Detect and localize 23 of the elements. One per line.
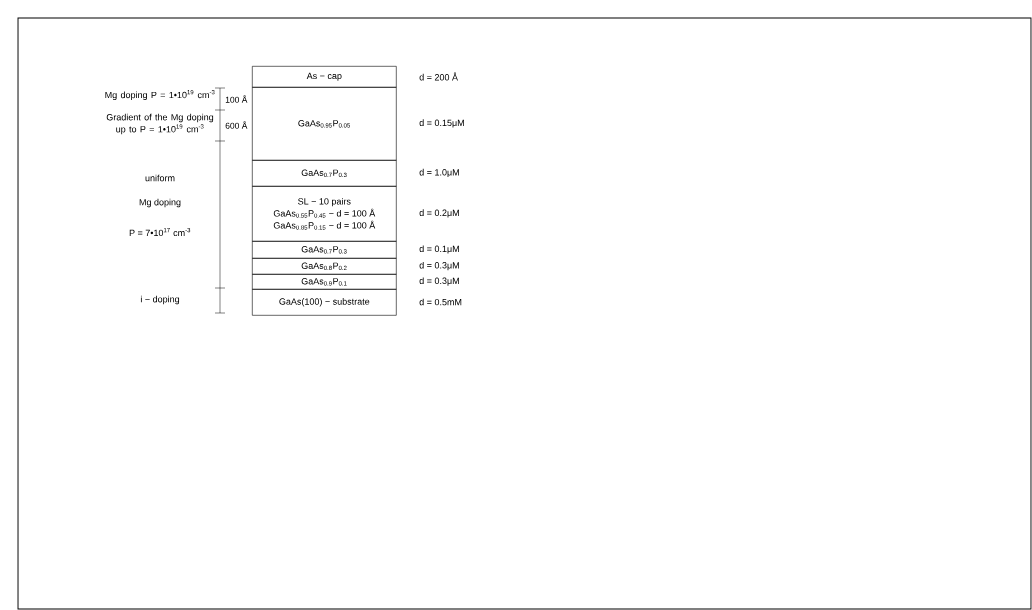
- doping-note: i − doping: [140, 295, 180, 305]
- thickness-label: d = 200 Å: [419, 72, 458, 81]
- thickness-label: d = 0.1μM: [419, 245, 459, 254]
- layer-box: SL − 10 pairs GaAs$_{0.55}$P$_{0.45}$ − d = 100 Å GaAs$_{0.85}$P$_{0.15}$ − d = 100 Å: [252, 186, 397, 242]
- doping-note: P = 7•10$^{17}$ cm$^{-3}$: [129, 227, 191, 237]
- thickness-label: d = 1.0μM: [419, 168, 459, 178]
- thickness-label: d = 0.3μM: [419, 261, 459, 271]
- layer-box: GaAs$_{0.8}$P$_{0.2}$: [252, 258, 397, 275]
- layer-box: GaAs(100) − substrate: [252, 289, 397, 316]
- layer-box: GaAs$_{0.9}$P$_{0.1}$: [252, 274, 397, 290]
- doping-note: Gradient of the Mg doping up to P = 1•10$^{19}$ cm$^{-3}$: [106, 113, 214, 135]
- doping-note: Mg doping P = 1•10$^{19}$ cm$^{-3}$: [105, 90, 215, 100]
- doping-note: uniform: [145, 174, 175, 182]
- thickness-label: d = 0.2μM: [419, 209, 459, 218]
- dimension-label: 100 Å: [225, 95, 248, 103]
- doping-note: Mg doping: [139, 198, 181, 208]
- layer-box: GaAs$_{0.95}$P$_{0.05}$: [252, 87, 397, 161]
- thickness-label: d = 0.15μM: [419, 119, 464, 128]
- layer-box: As − cap: [252, 66, 397, 88]
- layer-box: GaAs$_{0.7}$P$_{0.3}$: [252, 160, 397, 187]
- layer-box: GaAs$_{0.7}$P$_{0.3}$: [252, 241, 397, 259]
- thickness-label: d = 0.3μM: [419, 277, 459, 286]
- thickness-label: d = 0.5mM: [419, 298, 462, 306]
